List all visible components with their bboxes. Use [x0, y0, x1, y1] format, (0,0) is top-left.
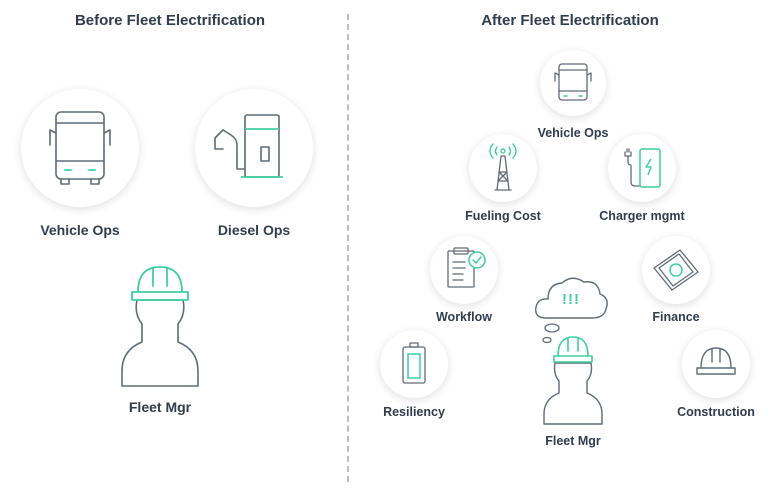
workflow-circle [430, 236, 498, 304]
money-icon [653, 249, 699, 291]
construction-circle [682, 330, 750, 398]
section-divider [347, 14, 349, 482]
bus-icon [49, 111, 111, 185]
fueling-cost-label: Fueling Cost [465, 209, 541, 223]
fuel-pump-icon [214, 114, 283, 178]
diesel-ops-label: Diesel Ops [217, 222, 291, 238]
workflow-label: Workflow [435, 310, 493, 324]
thought-cloud-icon [535, 277, 608, 344]
after-vehicle-ops-label: Vehicle Ops [537, 126, 609, 140]
fleet-manager-icon [543, 336, 603, 425]
before-title: Before Fleet Electrification [74, 12, 266, 29]
fueling-cost-circle [469, 134, 537, 202]
fleet-manager-icon [121, 266, 199, 387]
vehicle-ops-label: Vehicle Ops [40, 222, 120, 238]
construction-label: Construction [677, 405, 755, 419]
after-fleet-mgr-label: Fleet Mgr [545, 434, 601, 448]
bus-icon [554, 63, 592, 101]
thought-exclamations: !!! [562, 291, 580, 308]
after-vehicle-ops-circle [540, 50, 606, 116]
resiliency-circle [380, 330, 448, 398]
hard-hat-icon [696, 347, 736, 375]
battery-icon [402, 342, 426, 384]
ev-charger-icon [624, 148, 661, 188]
after-title: After Fleet Electrification [481, 12, 659, 29]
charger-mgmt-circle [608, 134, 676, 202]
resiliency-label: Resiliency [383, 405, 445, 419]
charger-mgmt-label: Charger mgmt [599, 209, 685, 223]
cell-tower-icon [489, 143, 517, 191]
checklist-icon [447, 247, 486, 288]
finance-circle [642, 236, 710, 304]
fleet-mgr-label: Fleet Mgr [128, 399, 192, 415]
vehicle-ops-circle [21, 89, 139, 207]
finance-label: Finance [652, 310, 700, 324]
